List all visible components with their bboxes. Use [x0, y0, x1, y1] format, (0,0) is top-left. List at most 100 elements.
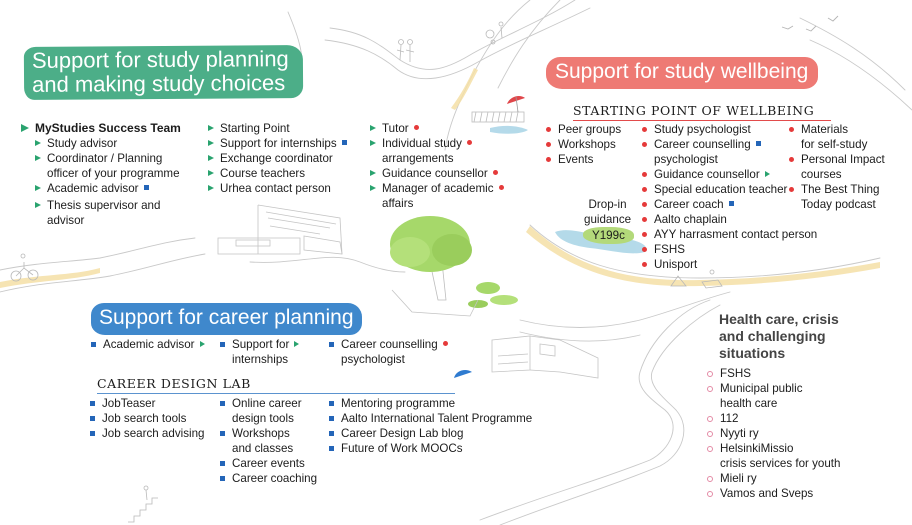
list-item-municipal-public-health-care[interactable]: Municipal public health care: [707, 381, 840, 411]
blue-umbrella: [454, 370, 472, 378]
list-item-materials-self-study[interactable]: Materials for self-study: [788, 122, 885, 152]
birds-sketch: [781, 15, 839, 32]
list-item-unisport[interactable]: Unisport: [641, 257, 817, 272]
list-item-fshs-health[interactable]: FSHS: [707, 366, 840, 381]
career-top-item-2: Support for internships: [219, 337, 300, 367]
picnic-sketch: [701, 269, 723, 289]
list-item-fshs-wellbeing[interactable]: FSHS: [641, 242, 817, 257]
list-item-workshops[interactable]: Workshops: [545, 137, 621, 152]
list-item-career-coach[interactable]: Career coach: [641, 197, 817, 212]
dot-bullet-icon: [642, 127, 647, 132]
list-item-manager-of-academic-affairs[interactable]: Manager of academic affairs: [369, 181, 504, 211]
list-item-best-thing-today-podcast[interactable]: The Best Thing Today podcast: [788, 182, 885, 212]
career-square-tag-icon: [728, 201, 734, 207]
dot-bullet-icon: [642, 202, 647, 207]
list-item-support-for-internships[interactable]: Support for internships: [207, 136, 347, 151]
sand-strip-top: [451, 68, 478, 110]
dot-bullet-icon: [789, 187, 794, 192]
list-item-jobteaser[interactable]: JobTeaser: [89, 396, 204, 411]
list-item-career-design-lab-blog[interactable]: Career Design Lab blog: [328, 426, 532, 441]
dot-bullet-icon: [789, 127, 794, 132]
list-item-tutor[interactable]: Tutor: [369, 121, 504, 136]
career-square-tag-icon: [755, 141, 761, 147]
building-sketch-bottom: [491, 335, 599, 379]
bike-path-edge-top: [0, 237, 196, 271]
curve-right: [799, 17, 906, 91]
list-item-aalto-international-talent-programme[interactable]: Aalto International Talent Programme: [328, 411, 532, 426]
career-design-lab-subheader: CAREER DESIGN LAB: [97, 376, 455, 394]
health-care-list: FSHS Municipal public health care 112 Ny…: [707, 366, 840, 501]
list-item-career-counselling-psychologist-career[interactable]: Career counselling psychologist: [328, 337, 448, 367]
list-item-nyyti-ry[interactable]: Nyyti ry: [707, 426, 840, 441]
list-item-helsinkimissio[interactable]: HelsinkiMissio crisis services for youth: [707, 441, 840, 471]
list-item-study-psychologist[interactable]: Study psychologist: [641, 122, 817, 137]
walking-path-top: [329, 0, 576, 70]
list-item-job-search-advising[interactable]: Job search advising: [89, 426, 204, 441]
study-planning-title-line2: and making study choices: [31, 70, 286, 97]
building-sketch-left: [217, 204, 343, 255]
list-item-mentoring-programme[interactable]: Mentoring programme: [328, 396, 532, 411]
study-planning-column-3: Tutor Individual study arrangements Guid…: [369, 121, 504, 211]
pond-water-dock: [490, 125, 528, 134]
curve-right-2: [809, 39, 912, 111]
list-item-exchange-coordinator[interactable]: Exchange coordinator: [207, 151, 347, 166]
dot-bullet-icon: [789, 157, 794, 162]
beach-curve-edge: [529, 224, 881, 279]
wellbeing-dot-tag-icon: [492, 170, 498, 176]
list-item-guidance-counsellor-wellbeing[interactable]: Guidance counsellor: [641, 167, 817, 182]
wellbeing-column-2: Study psychologist Career counselling ps…: [641, 122, 817, 272]
dot-bullet-icon: [642, 262, 647, 267]
triangle-bullet-icon: [370, 185, 376, 191]
list-item-coordinator[interactable]: Coordinator / Planning officer of your p…: [34, 151, 181, 181]
list-item-academic-advisor[interactable]: Academic advisor: [34, 181, 181, 196]
list-item-future-of-work-moocs[interactable]: Future of Work MOOCs: [328, 441, 532, 456]
list-item-study-advisor[interactable]: Study advisor: [34, 136, 181, 151]
list-item-career-coaching[interactable]: Career coaching: [219, 471, 317, 486]
list-item-ayy-harrasment-contact[interactable]: AYY harrasment contact person: [641, 227, 817, 242]
list-item-job-search-tools[interactable]: Job search tools: [89, 411, 204, 426]
list-item-urhea-contact[interactable]: Urhea contact person: [207, 181, 347, 196]
list-item-academic-advisor-career[interactable]: Academic advisor: [90, 337, 205, 352]
study-planning-triangle-tag-icon: [199, 340, 205, 347]
drop-in-guidance-label: Drop-in guidance: [584, 198, 632, 226]
ring-bullet-icon: [707, 415, 713, 422]
list-item-vamos-and-sveps[interactable]: Vamos and Sveps: [707, 486, 840, 501]
winding-road-a: [479, 299, 711, 521]
list-item-course-teachers[interactable]: Course teachers: [207, 166, 347, 181]
list-item-events[interactable]: Events: [545, 152, 621, 167]
cyclist-sketch: [10, 253, 39, 282]
dot-bullet-icon: [642, 247, 647, 252]
list-item-thesis-supervisor[interactable]: Thesis supervisor and advisor: [34, 198, 181, 228]
ring-bullet-icon: [707, 445, 713, 452]
health-care-heading: Health care, crisis and challenging situ…: [719, 311, 839, 361]
list-item-career-events[interactable]: Career events: [219, 456, 317, 471]
square-bullet-icon: [90, 431, 95, 436]
road-middle: [519, 291, 731, 328]
triangle-bullet-icon: [21, 124, 29, 132]
ring-bullet-icon: [707, 370, 713, 377]
list-item-workshops-and-classes[interactable]: Workshops and classes: [219, 426, 317, 456]
list-item-support-for-internships-career[interactable]: Support for internships: [219, 337, 300, 367]
list-item-mystudies-success-team[interactable]: MyStudies Success Team: [21, 121, 181, 136]
list-item-112[interactable]: 112: [707, 411, 840, 426]
list-item-guidance-counsellor[interactable]: Guidance counsellor: [369, 166, 504, 181]
square-bullet-icon: [90, 416, 95, 421]
square-bullet-icon: [329, 416, 334, 421]
list-item-special-education-teacher[interactable]: Special education teacher: [641, 182, 817, 197]
starting-point-of-wellbeing-subheader: STARTING POINT OF WELLBEING: [573, 103, 831, 121]
wellbeing-heading: Support for study wellbeing: [546, 57, 819, 89]
list-item-mieli-ry[interactable]: Mieli ry: [707, 471, 840, 486]
list-item-individual-study-arrangements[interactable]: Individual study arrangements: [369, 136, 504, 166]
bike-path-edge-bottom: [0, 253, 206, 293]
list-item-aalto-chaplain[interactable]: Aalto chaplain: [641, 212, 817, 227]
study-planning-column-1: MyStudies Success Team Study advisor Coo…: [21, 121, 181, 228]
ring-bullet-icon: [707, 430, 713, 437]
ring-bullet-icon: [707, 490, 713, 497]
list-item-starting-point[interactable]: Starting Point: [207, 121, 347, 136]
list-item-peer-groups[interactable]: Peer groups: [545, 122, 621, 137]
ring-bullet-icon: [707, 385, 713, 392]
sand-strip-bike: [0, 268, 100, 288]
list-item-personal-impact-courses[interactable]: Personal Impact courses: [788, 152, 885, 182]
list-item-online-career-design-tools[interactable]: Online career design tools: [219, 396, 317, 426]
list-item-career-counselling-psychologist[interactable]: Career counselling psychologist: [641, 137, 817, 167]
